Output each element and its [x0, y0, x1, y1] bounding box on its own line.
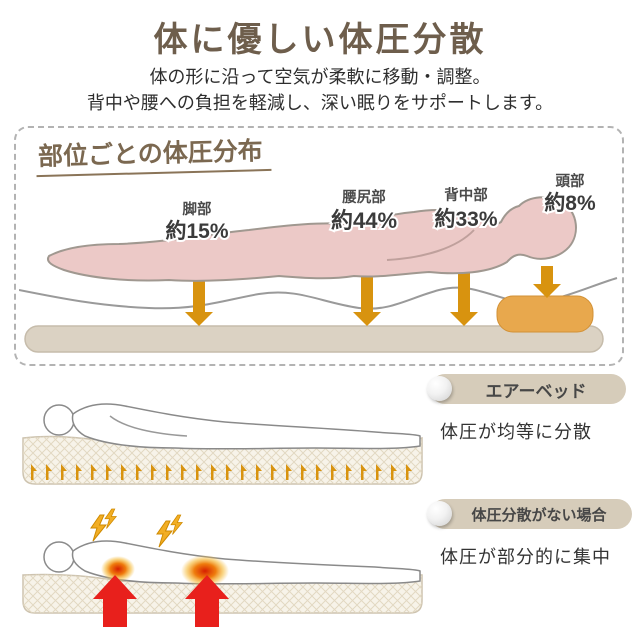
down-arrow-icon: [450, 272, 478, 326]
subtitle-line-2: 背中や腰への負担を軽減し、深い眠りをサポートします。: [86, 93, 554, 114]
body-silhouette: [47, 196, 577, 282]
body-head-outline: [43, 541, 75, 573]
lightning-icon: [90, 508, 118, 542]
body-pressure-illustration: 脚部 約15% 腰尻部 約44% 背中部 約33% 頭部 約8%: [19, 172, 618, 353]
down-arrow-icon: [533, 266, 561, 298]
part-label-head: 頭部: [556, 172, 585, 190]
body-outline: [71, 403, 421, 450]
arm-line: [109, 415, 188, 437]
down-arrow-icon: [353, 274, 381, 326]
no-distribution-description: 体圧が部分的に集中: [440, 547, 611, 567]
no-distribution-badge-label: 体圧分散がない場合: [471, 506, 607, 524]
pressure-distribution-panel: 部位ごとの体圧分布 脚部 約15% 腰尻部 約44% 背中部 約33% 頭部 約…: [14, 126, 624, 366]
airbed-description: 体圧が均等に分散: [440, 422, 592, 442]
badge-sphere-icon: [427, 501, 452, 526]
mattress: [24, 325, 604, 353]
down-arrow-icon: [185, 262, 213, 326]
red-up-arrow-icon: [185, 575, 229, 627]
part-label-hip: 腰尻部: [341, 188, 386, 206]
body-head-outline: [43, 404, 75, 436]
part-value-head: 約8%: [544, 191, 596, 215]
heat-spot-shoulder: [101, 556, 135, 582]
lightning-icon: [156, 514, 184, 548]
no-distribution-illustration: [22, 508, 423, 627]
part-label-legs: 脚部: [183, 200, 212, 218]
part-value-legs: 約15%: [165, 219, 228, 243]
airbed-badge-label: エアーベッド: [485, 381, 587, 401]
airbed-section: エアーベッド 体圧が均等に分散: [15, 372, 632, 490]
airbed-side: エアーベッド 体圧が均等に分散: [427, 372, 632, 490]
no-distribution-side: 体圧分散がない場合 体圧が部分的に集中: [427, 497, 632, 627]
subtitle: 体の形に沿って空気が柔軟に移動・調整。 背中や腰への負担を軽減し、深い眠りをサポ…: [0, 64, 640, 116]
part-label-back: 背中部: [444, 186, 488, 204]
badge-sphere-icon: [427, 376, 452, 401]
no-distribution-section: 体圧分散がない場合 体圧が部分的に集中: [15, 497, 632, 627]
heat-spot-hip: [181, 555, 229, 587]
part-value-hip: 約44%: [331, 208, 397, 233]
no-distribution-badge: 体圧分散がない場合: [427, 499, 632, 529]
airbed-badge: エアーベッド: [427, 374, 626, 404]
red-up-arrow-icon: [93, 575, 137, 627]
page-title: 体に優しい体圧分散: [153, 21, 487, 59]
subtitle-line-1: 体の形に沿って空気が柔軟に移動・調整。: [149, 67, 491, 87]
arm-line: [386, 229, 475, 261]
pillow: [496, 295, 594, 333]
panel-heading: 部位ごとの体圧分布: [35, 130, 272, 178]
part-value-back: 約33%: [434, 207, 497, 231]
airbed-illustration: [22, 403, 423, 485]
